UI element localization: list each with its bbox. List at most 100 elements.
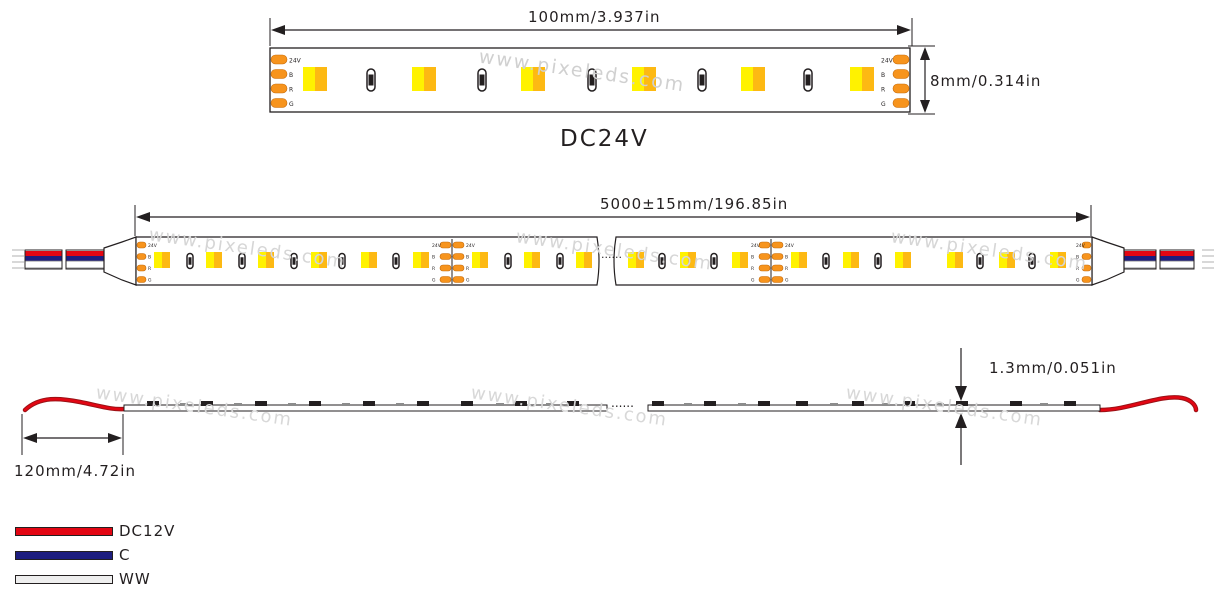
top-pad-right-0	[892, 54, 910, 65]
mid-led-17-amber	[1058, 252, 1066, 268]
side-wire-right	[1098, 396, 1198, 412]
top-led-4-yellow	[741, 67, 753, 91]
mid-led-11-yellow	[732, 252, 740, 268]
mid-pad-left-end-label-0: 24V	[148, 243, 158, 249]
mid-cable-right-a-blue	[1124, 256, 1156, 261]
mid-cut-2-label-b-0: 24V	[785, 243, 795, 249]
mid-pad-right-end-label-0: 24V	[1076, 243, 1086, 249]
top-pad-left-0	[270, 54, 288, 65]
mid-resistor-9-body	[824, 257, 828, 265]
top-pad-label-left-1: B	[289, 72, 293, 79]
mid-cable-right-b-white	[1159, 260, 1195, 269]
side-led-profile-2	[255, 401, 267, 406]
mid-led-4-amber	[369, 252, 377, 268]
side-strip-right	[647, 404, 1101, 412]
top-pad-label-right-2: R	[881, 87, 885, 94]
mid-led-9-amber	[636, 252, 644, 268]
top-pad-right-2	[892, 83, 910, 94]
top-pad-label-left-3: G	[289, 101, 294, 108]
mid-cable-right-b-red	[1160, 251, 1194, 256]
mid-cut-2-label-a-2: R	[751, 266, 754, 272]
side-led-profile-10	[704, 401, 716, 406]
side-resistor-profile-5	[496, 403, 504, 406]
mid-cut-1-label-b-0: 24V	[466, 243, 476, 249]
mid-led-0-yellow	[154, 252, 162, 268]
top-led-3-yellow	[632, 67, 644, 91]
top-resistor-4-body	[805, 74, 811, 86]
side-led-profile-7	[515, 401, 527, 406]
mid-cut-1-pad-b-3	[452, 276, 465, 283]
mid-cable-right-a-white	[1123, 260, 1157, 269]
side-led-profile-4	[363, 401, 375, 406]
mid-led-5-amber	[421, 252, 429, 268]
top-led-3-amber	[644, 67, 656, 91]
side-resistor-profile-7	[684, 403, 692, 406]
mid-pad-right-end-label-2: R	[1076, 266, 1079, 272]
top-led-5-yellow	[850, 67, 862, 91]
mid-led-15-yellow	[947, 252, 955, 268]
legend-label-ww: WW	[119, 570, 151, 588]
top-pad-label-right-0: 24V	[881, 58, 894, 65]
legend-swatch-c	[15, 551, 113, 560]
top-led-1-yellow	[412, 67, 424, 91]
mid-cable-left-b-blue	[66, 256, 104, 261]
mid-pad-left-end-label-1: B	[148, 255, 151, 261]
mid-resistor-8-body	[712, 257, 716, 265]
top-led-0-amber	[315, 67, 327, 91]
side-led-profile-0	[147, 401, 159, 406]
mid-cut-2-pad-a-3	[758, 276, 771, 283]
mid-cable-right-a-red	[1124, 251, 1156, 256]
mid-pad-left-end-3	[136, 276, 147, 283]
mid-cable-left-a-blue	[25, 256, 62, 261]
mid-led-14-yellow	[895, 252, 903, 268]
mid-cut-1-pad-a-2	[439, 264, 452, 272]
mid-endcap-left	[103, 236, 137, 286]
mid-pad-right-end-label-1: B	[1076, 255, 1079, 261]
mid-pad-left-end-2	[136, 264, 147, 272]
mid-resistor-0-body	[188, 257, 192, 265]
top-length-arrow-head-left	[271, 25, 285, 35]
mid-cut-2-label-a-1: B	[751, 255, 754, 261]
top-led-1-amber	[424, 67, 436, 91]
mid-pad-left-end-label-2: R	[148, 266, 151, 272]
middle-ellipsis: ......	[601, 248, 622, 261]
mid-cut-2-label-a-0: 24V	[751, 243, 761, 249]
mid-cable-left-b-white	[65, 260, 105, 269]
side-resistor-profile-10	[882, 403, 890, 406]
mid-led-9-yellow	[628, 252, 636, 268]
side-led-profile-11	[758, 401, 770, 406]
mid-cable-right-b-jacket	[1159, 249, 1195, 270]
side-led-profile-13	[852, 401, 864, 406]
mid-cut-2-label-b-2: R	[785, 266, 788, 272]
thickness-arrow-head-bottom	[955, 413, 967, 428]
mid-cut-2-pad-b-1	[771, 253, 784, 260]
mid-cable-right-b-blue	[1160, 256, 1194, 261]
mid-led-3-amber	[319, 252, 327, 268]
mid-cable-left-a-red	[25, 251, 62, 256]
mid-resistor-4-body	[394, 257, 398, 265]
mid-cut-2-pad-b-2	[771, 264, 784, 272]
mid-cut-1-label-b-1: B	[466, 255, 469, 261]
mid-pad-right-end-1	[1081, 253, 1092, 260]
legend-swatch-ww	[15, 575, 113, 584]
mid-resistor-6-body	[558, 257, 562, 265]
mid-pad-right-end-3	[1081, 276, 1092, 283]
mid-led-7-amber	[532, 252, 540, 268]
mid-led-1-amber	[214, 252, 222, 268]
mid-cable-left-a-white	[24, 260, 63, 269]
mid-resistor-7-body	[660, 257, 664, 265]
mid-cut-2-pad-a-2	[758, 264, 771, 272]
mid-cut-1-pad-a-1	[439, 253, 452, 260]
mid-cut-1-label-b-2: R	[466, 266, 469, 272]
side-led-profile-5	[417, 401, 429, 406]
mid-endcap-right	[1091, 236, 1125, 286]
voltage-label: DC24V	[560, 126, 649, 152]
middle-length-label: 5000±15mm/196.85in	[600, 195, 789, 213]
mid-resistor-10-body	[876, 257, 880, 265]
mid-pad-left-end-1	[136, 253, 147, 260]
mid-led-2-amber	[266, 252, 274, 268]
mid-cut-2-pad-a-1	[758, 253, 771, 260]
mid-led-10-amber	[688, 252, 696, 268]
mid-resistor-3-body	[340, 257, 344, 265]
